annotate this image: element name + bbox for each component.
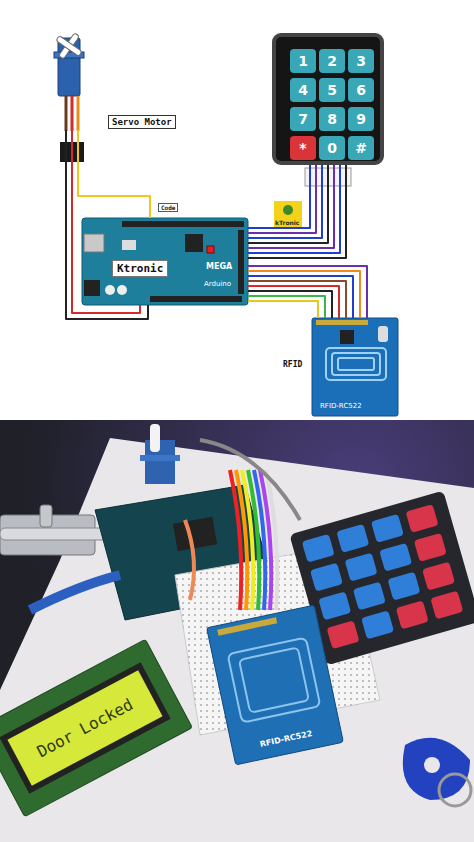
key-label: 0 (327, 140, 337, 156)
wire (248, 266, 367, 318)
wire (248, 165, 322, 238)
wire (248, 165, 316, 233)
keypad-key: 5 (319, 78, 345, 102)
jumper-wires (185, 440, 300, 610)
key-label: 6 (356, 82, 366, 98)
key-label: 3 (356, 53, 366, 69)
wire-bundle (66, 130, 150, 319)
wire (248, 286, 339, 318)
arduino-board (82, 218, 248, 305)
wire (248, 276, 353, 318)
lcd-photo (0, 639, 192, 816)
key-label: 1 (298, 53, 308, 69)
wire (248, 165, 346, 258)
rfid-module: RFID RFID-RC522 (280, 318, 398, 416)
key-label: # (355, 140, 367, 156)
wire (248, 301, 318, 318)
key-label: 8 (327, 111, 337, 127)
servo-motor: Servo Motor (52, 30, 180, 130)
pin-label: Code (158, 203, 178, 212)
keypad-key: 6 (348, 78, 374, 102)
wire (248, 165, 328, 243)
wire-bundle (248, 165, 346, 258)
keypad-key: 8 (319, 107, 345, 131)
usb-cable (30, 575, 120, 610)
rfid-tag (403, 738, 471, 806)
board-marking: MEGA (206, 262, 232, 271)
keypad-key: * (290, 136, 316, 160)
rfid-photo (207, 605, 344, 765)
wire (72, 130, 140, 313)
wire (248, 165, 334, 248)
wire-bundle (248, 266, 367, 318)
key-label: 4 (298, 82, 308, 98)
wire (248, 281, 346, 318)
keypad-key: 9 (348, 107, 374, 131)
logo (274, 201, 302, 227)
key-label: 9 (356, 111, 366, 127)
key-label: 5 (327, 82, 337, 98)
key-label: 7 (298, 111, 308, 127)
module-marking: RFID-RC522 (320, 402, 362, 410)
rfid-board (312, 318, 398, 416)
keypad-key: 2 (319, 49, 345, 73)
board-label: Ktronic (112, 260, 168, 277)
keypad-key: 4 (290, 78, 316, 102)
wire (248, 165, 340, 253)
servo-symbol (50, 27, 89, 162)
keypad-key: 3 (348, 49, 374, 73)
keypad-key: # (348, 136, 374, 160)
key-label: 2 (327, 53, 337, 69)
logo-text: kTronic (275, 219, 299, 226)
keypad-key: 7 (290, 107, 316, 131)
keypad-key: 1 (290, 49, 316, 73)
servo-photo (140, 424, 180, 484)
key-label: * (299, 140, 306, 156)
part-name: RFID (282, 360, 303, 369)
keypad-key: 0 (319, 136, 345, 160)
door-bolt (0, 505, 110, 555)
wire (248, 271, 360, 318)
board-marking: Arduino (204, 280, 231, 288)
wire (248, 165, 310, 228)
keypad: 1 2 3 4 5 6 7 8 9 * 0 # (272, 33, 384, 165)
wire (78, 130, 150, 218)
part-name: Servo Motor (108, 115, 176, 129)
wire (248, 296, 325, 318)
wire (248, 291, 332, 318)
arduino-mega: Ktronic (82, 218, 248, 305)
